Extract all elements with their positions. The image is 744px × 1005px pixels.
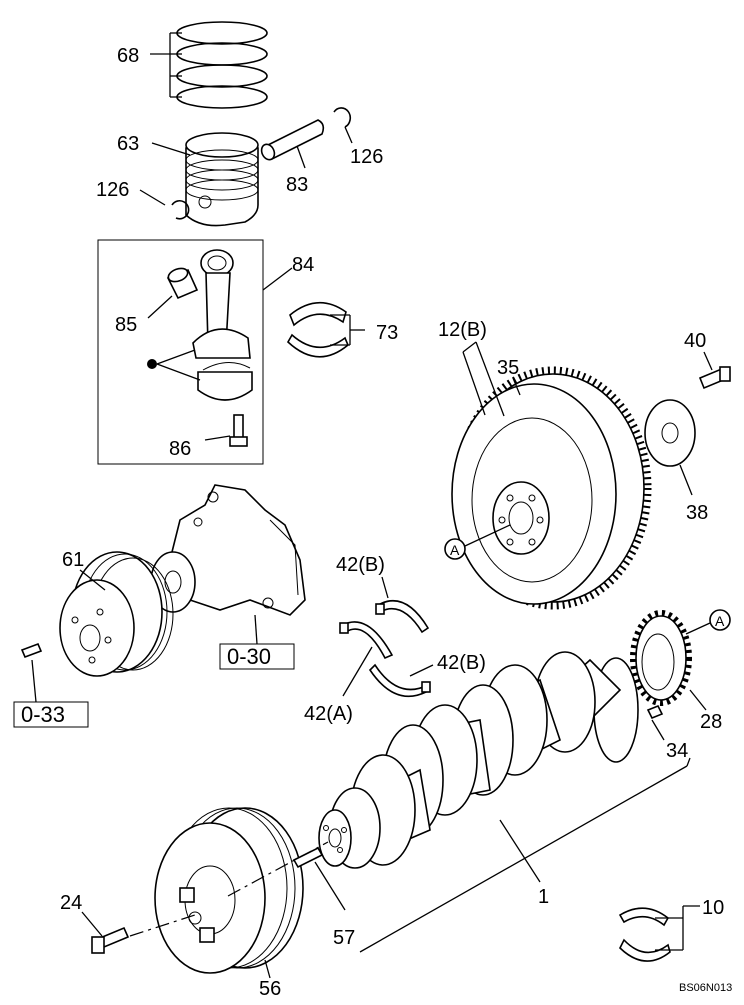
marker-a-gear <box>709 609 731 631</box>
callout-42a-leader <box>342 646 373 697</box>
con-rod-bearing <box>286 301 349 358</box>
callout-86: 86 <box>169 438 191 460</box>
callout-61-leader <box>79 569 106 591</box>
piston <box>185 132 259 227</box>
flywheel <box>451 366 652 610</box>
snap-ring-right <box>333 107 352 128</box>
callout-61: 61 <box>62 549 84 571</box>
pulley-bolt <box>91 926 130 954</box>
callout-40: 40 <box>684 330 706 352</box>
callout-84: 84 <box>292 254 314 276</box>
ref-0-33-leader <box>31 659 37 703</box>
con-rod-bolt <box>229 414 248 447</box>
callout-85-leader <box>147 295 173 319</box>
reference-labels: 0-30 0-33 <box>21 644 271 727</box>
callout-63: 63 <box>117 133 139 155</box>
marker-a-gear-label: A <box>715 613 725 629</box>
callout-63-leader <box>151 142 191 156</box>
ref-0-30: 0-30 <box>227 644 271 669</box>
assembly-dot <box>147 359 157 369</box>
snap-ring-left <box>171 199 190 220</box>
callout-42b-top-leader <box>381 576 389 599</box>
thrust-washer-a <box>339 621 394 660</box>
marker-a-flywheel <box>444 538 466 560</box>
piston-pin <box>260 119 325 161</box>
thrust-washer-b-lower <box>368 663 431 698</box>
callout-42a: 42(A) <box>304 703 353 725</box>
callout-86-leader <box>204 435 231 441</box>
main-bearing <box>618 907 671 962</box>
drawing-code: BS06N013 <box>679 982 732 994</box>
callout-56-leader <box>264 959 271 979</box>
flywheel-bolt <box>698 366 731 390</box>
thrust-washer-b-upper <box>375 600 430 634</box>
callout-40-leader <box>703 351 713 371</box>
crankshaft-gear <box>630 610 692 706</box>
callout-34-leader <box>651 719 665 741</box>
callout-73-leader <box>330 314 365 346</box>
con-rod-assembly-frame <box>97 239 264 465</box>
callout-12b-leader <box>462 341 505 417</box>
callout-83: 83 <box>286 174 308 196</box>
callout-38-leader <box>679 464 693 496</box>
callout-42b-right-leader <box>409 664 434 677</box>
crankshaft-pulley <box>154 807 304 974</box>
callout-68-leader <box>150 32 182 98</box>
pulley-screw <box>20 642 43 659</box>
callout-42b-top: 42(B) <box>336 554 385 576</box>
ref-0-33: 0-33 <box>21 702 65 727</box>
callout-1-leader <box>359 757 691 953</box>
connecting-rod <box>192 249 253 401</box>
crank-pin-key <box>646 704 664 720</box>
callout-68: 68 <box>117 45 139 67</box>
callout-126-left: 126 <box>96 179 129 201</box>
callout-126-right-leader <box>344 126 353 144</box>
callout-38: 38 <box>686 502 708 524</box>
ref-0-30-leader <box>254 614 258 645</box>
callout-12b: 12(B) <box>438 319 487 341</box>
marker-labels: A A <box>450 542 725 629</box>
callout-10-leader <box>655 905 700 951</box>
callout-35-leader <box>512 377 521 396</box>
callout-28: 28 <box>700 711 722 733</box>
crankshaft <box>318 651 639 869</box>
water-pump <box>150 484 306 616</box>
flywheel-plate <box>644 399 696 467</box>
callout-57: 57 <box>333 927 355 949</box>
callout-1: 1 <box>538 886 549 908</box>
callout-85: 85 <box>115 314 137 336</box>
callout-24: 24 <box>60 892 82 914</box>
callout-56: 56 <box>259 978 281 1000</box>
callout-labels: 68 63 126 126 83 84 85 73 86 12(B) 35 40… <box>60 45 724 1000</box>
marker-a-flywheel-label: A <box>450 542 460 558</box>
crankshaft-key <box>292 846 324 869</box>
callout-28-leader <box>689 689 707 711</box>
callout-24-leader <box>81 911 103 937</box>
piston-rings <box>176 21 268 109</box>
fan-pulley <box>59 551 174 677</box>
callout-34: 34 <box>666 740 688 762</box>
callout-83-leader <box>296 145 306 169</box>
callout-126-left-leader <box>139 189 166 206</box>
callout-126-right: 126 <box>350 146 383 168</box>
callout-35: 35 <box>497 357 519 379</box>
small-end-bushing <box>166 267 199 300</box>
callout-84-leader <box>262 267 293 291</box>
ref-box-0-33 <box>13 701 89 728</box>
callout-10: 10 <box>702 897 724 919</box>
callout-73: 73 <box>376 322 398 344</box>
callout-57-leader <box>314 861 346 911</box>
callout-42b-right: 42(B) <box>437 652 486 674</box>
